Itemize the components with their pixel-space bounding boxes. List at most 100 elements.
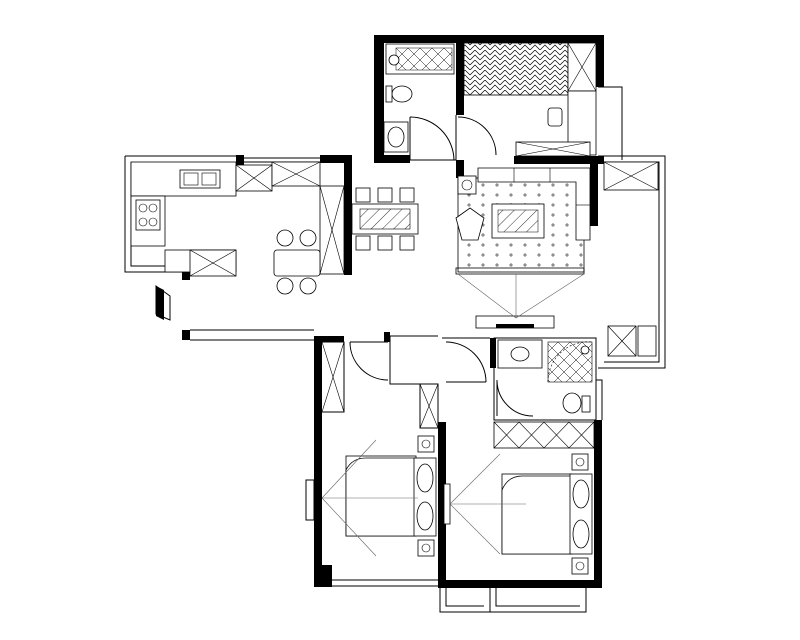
- wall-bath-study-divider: [456, 35, 464, 115]
- entrance-door-fill: [156, 286, 164, 320]
- wall-bedroom1-post: [384, 332, 390, 342]
- study: [463, 42, 597, 157]
- bedroom1-tv-lines: [321, 439, 418, 557]
- cabinet1-cross: [419, 383, 439, 429]
- door-bedroom1-arc: [349, 341, 389, 381]
- wall-bedroom2-right: [594, 420, 602, 588]
- bedroom-1: [321, 341, 439, 557]
- chair-icon: [399, 235, 415, 251]
- wall-bedroom1-top: [314, 336, 344, 342]
- wall-dining-right: [344, 155, 352, 275]
- wall-bedroom1-corner: [314, 565, 332, 587]
- toilet-tank: [385, 85, 393, 103]
- nightstand: [417, 435, 435, 453]
- upper-bathroom: [383, 43, 455, 153]
- bathroom2-outline: [493, 337, 597, 421]
- door-upper-bath-arc: [409, 116, 455, 161]
- stool-icon: [276, 277, 294, 295]
- kitchen-sink-icon: [179, 169, 221, 189]
- stove-icon: [135, 199, 161, 231]
- pillow-icon: [572, 479, 590, 509]
- nightstand: [571, 453, 589, 471]
- door-study-arc: [457, 116, 497, 156]
- kitchen-top-wall-thin: [244, 157, 320, 163]
- wall-corner-post: [182, 330, 190, 340]
- outlines: [124, 86, 666, 613]
- chair-icon: [377, 187, 393, 203]
- wall-upper-bath-top: [374, 35, 460, 43]
- stool-icon: [299, 277, 317, 295]
- wall-living-right: [590, 156, 598, 226]
- wall-bath2-left: [490, 338, 496, 368]
- wall-study-bottom: [514, 156, 604, 164]
- wall-study-top: [456, 35, 602, 43]
- bedroom1-bottom-window: [322, 579, 438, 587]
- armchair-icon: [455, 207, 485, 241]
- tv-sightlines: [457, 273, 585, 319]
- lamp-icon: [421, 543, 431, 553]
- chair-icon: [377, 235, 393, 251]
- bedroom2-tv-icon: [443, 483, 451, 525]
- living-room: [455, 167, 591, 329]
- wardrobe1: [322, 341, 345, 413]
- tv-icon: [496, 324, 534, 328]
- study-bed-pattern: [463, 42, 569, 96]
- chair-icon: [355, 187, 371, 203]
- wall-bedroom1-left: [314, 336, 322, 586]
- wall-bedroom-divider: [438, 422, 446, 587]
- bath2-basin-icon: [510, 346, 530, 362]
- door-bedroom2-arc: [445, 341, 487, 383]
- shower-curtain: [547, 341, 593, 383]
- wardrobe1-cross: [321, 341, 345, 413]
- bathroom-2: [493, 339, 595, 449]
- lamp-icon: [575, 457, 585, 467]
- bath2-toilet-icon: [562, 392, 582, 414]
- chair-icon: [355, 235, 371, 251]
- pillow-icon: [416, 463, 434, 493]
- bath2-shower-head-icon: [580, 345, 590, 355]
- wall-study-right: [596, 35, 604, 87]
- bedroom2-window: [489, 588, 587, 613]
- side-table: [457, 175, 477, 195]
- bedroom2-tv-lines: [449, 453, 526, 555]
- dining-table-runner: [359, 208, 411, 230]
- kitchen: [130, 161, 345, 277]
- nightstand: [571, 557, 589, 575]
- basin-icon: [387, 126, 405, 148]
- study-window: [598, 86, 623, 160]
- toilet-icon: [391, 85, 413, 103]
- laundry-sink: [637, 325, 657, 357]
- lamp-icon: [421, 439, 431, 449]
- lamp-icon: [461, 179, 473, 191]
- wall-kitchen-stub: [236, 155, 244, 165]
- bed-1-duvet: [345, 457, 417, 537]
- living-left-wall-thin: [190, 329, 314, 341]
- wall-upper-bath-left: [374, 35, 384, 163]
- bedroom1-top-walls: [384, 335, 438, 429]
- wall-living-left-post: [456, 160, 464, 178]
- dining: [273, 187, 419, 295]
- bedroom-2: [443, 453, 593, 575]
- breakfast-table: [273, 249, 321, 277]
- shower-tiles: [395, 47, 453, 71]
- bath2-wardrobe: [493, 421, 595, 449]
- nightstand: [417, 539, 435, 557]
- wall-kitchen-post: [182, 268, 190, 280]
- wall-dining-top: [320, 155, 350, 163]
- walls: [182, 35, 604, 588]
- stool-icon: [299, 229, 317, 247]
- shower-head-icon: [388, 54, 400, 66]
- balcony: [603, 161, 659, 357]
- bath2-window: [596, 379, 603, 420]
- dining-chairs: [355, 187, 415, 251]
- chair-icon: [399, 187, 415, 203]
- bedroom1-side-window: [305, 479, 315, 521]
- sofa-l-shape: [477, 167, 591, 241]
- coffee-table-top: [497, 209, 539, 233]
- wall-bath-bottom: [384, 155, 410, 163]
- door-bath2-arc: [496, 379, 534, 417]
- doors: [155, 116, 534, 417]
- pillow-icon: [416, 501, 434, 531]
